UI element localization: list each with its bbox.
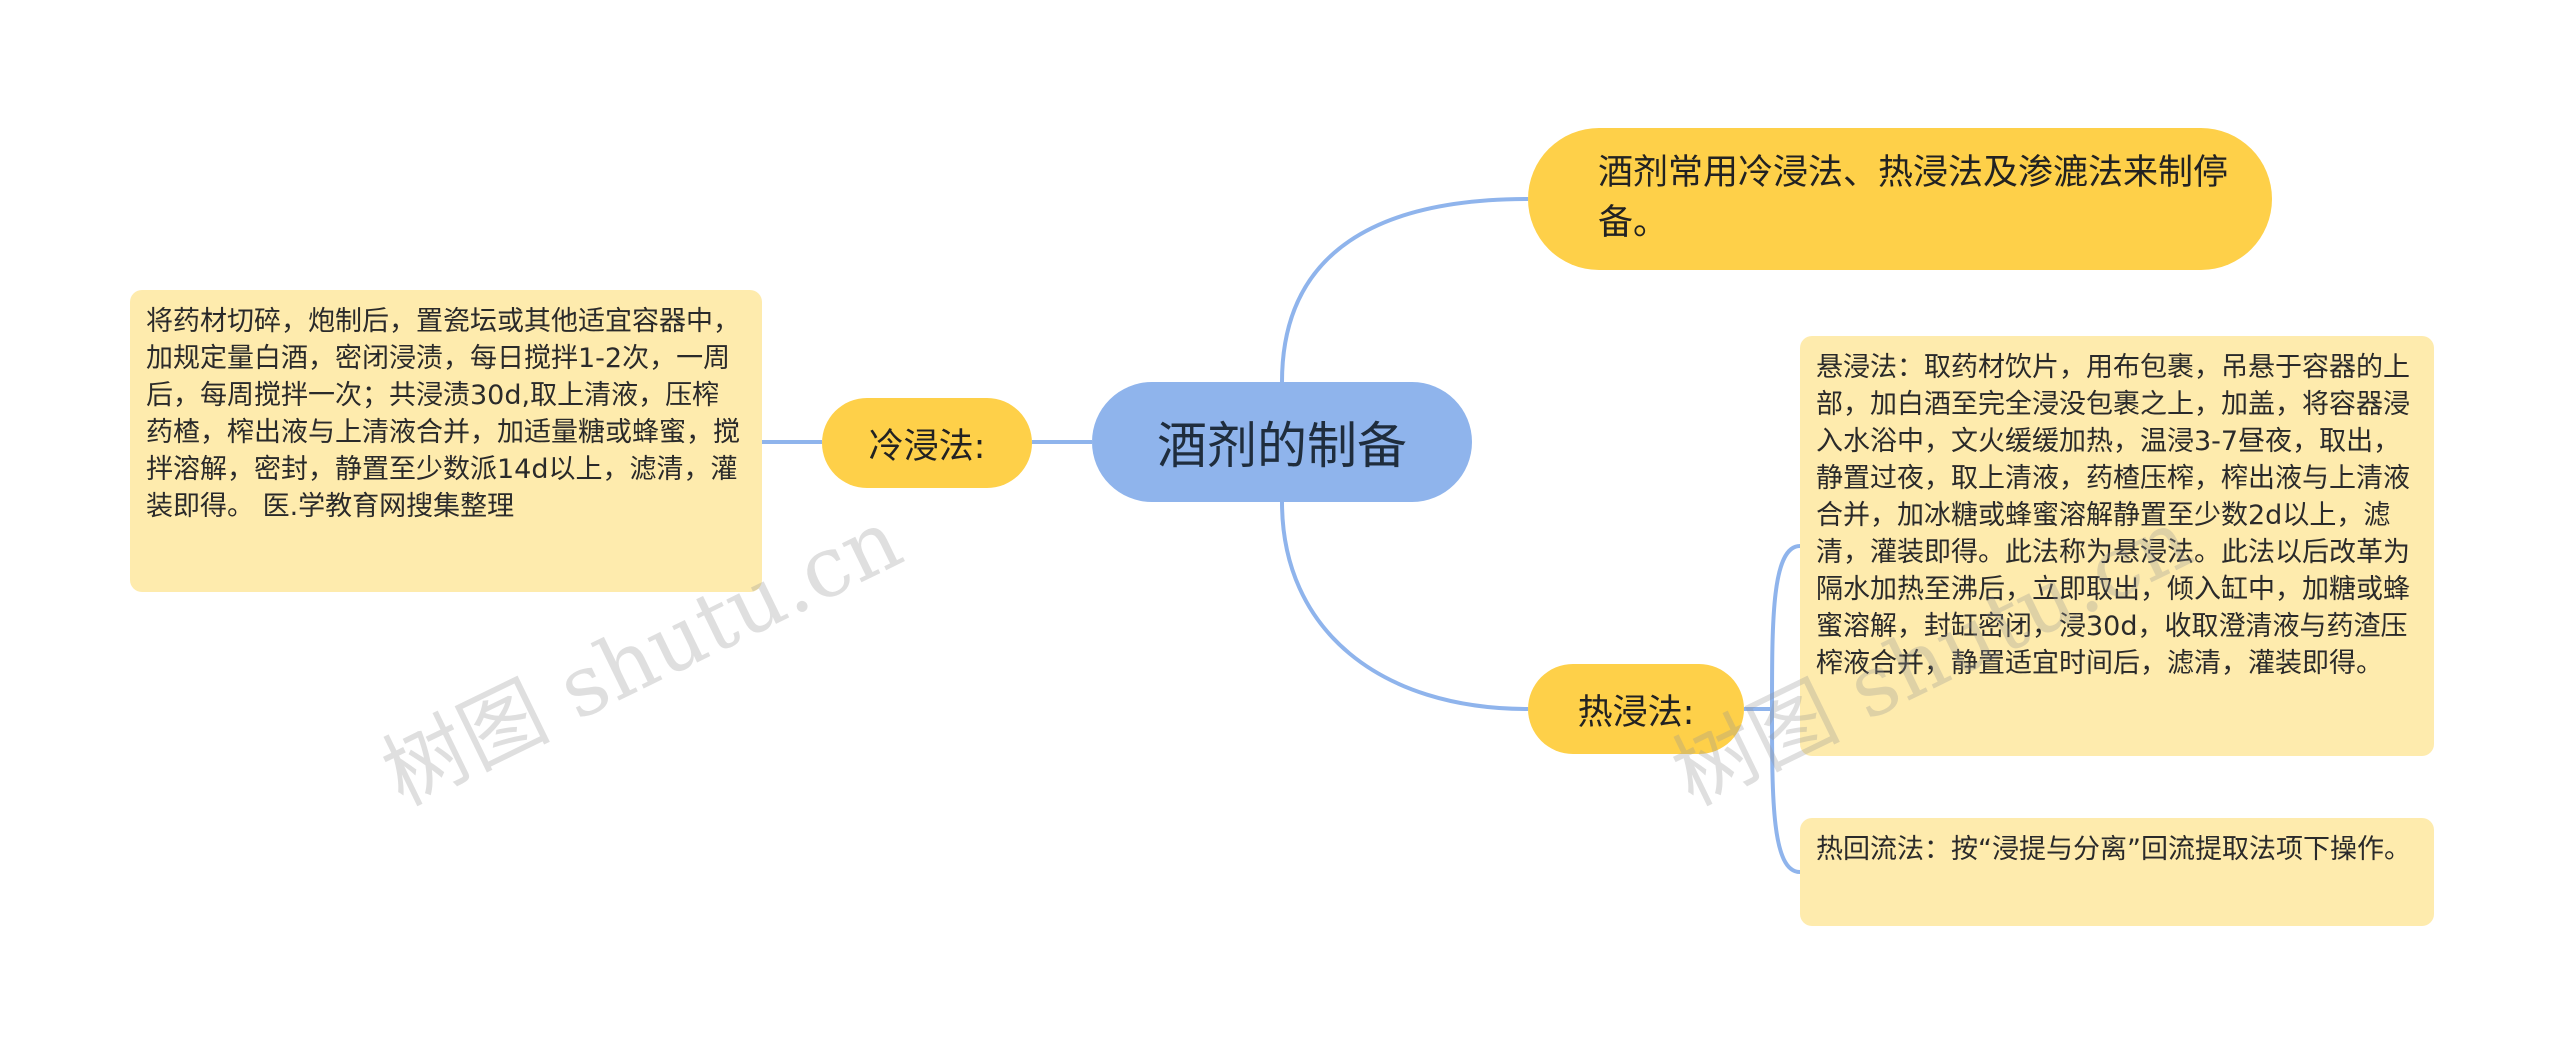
suspension-method-detail-text: 悬浸法：取药材饮片，用布包裹，吊悬于容器的上部，加白酒至完全浸没包裹之上，加盖，… bbox=[1816, 352, 2410, 679]
cold-method-detail-text: 将药材切碎，炮制后，置瓷坛或其他适宜容器中，加规定量白酒，密闭浸渍，每日搅拌1-… bbox=[146, 306, 740, 522]
connector-hot-to-detail-2 bbox=[1770, 708, 1801, 874]
root-label: 酒剂的制备 bbox=[1157, 417, 1407, 475]
cold-method-label: 冷浸法: bbox=[868, 426, 986, 467]
cold-method-detail-node[interactable]: 将药材切碎，炮制后，置瓷坛或其他适宜容器中，加规定量白酒，密闭浸渍，每日搅拌1-… bbox=[130, 290, 762, 592]
intro-text: 酒剂常用冷浸法、热浸法及渗漉法来制停备。 bbox=[1598, 153, 2229, 243]
reflux-method-detail-text: 热回流法：按“浸提与分离”回流提取法项下操作。 bbox=[1816, 834, 2411, 865]
suspension-method-detail-node[interactable]: 悬浸法：取药材饮片，用布包裹，吊悬于容器的上部，加白酒至完全浸没包裹之上，加盖，… bbox=[1800, 336, 2434, 756]
connector-root-to-hot bbox=[1280, 501, 1529, 711]
reflux-method-detail-node[interactable]: 热回流法：按“浸提与分离”回流提取法项下操作。 bbox=[1800, 818, 2434, 926]
root-node[interactable]: 酒剂的制备 bbox=[1092, 382, 1472, 502]
cold-method-node[interactable]: 冷浸法: bbox=[822, 398, 1032, 488]
hot-method-node[interactable]: 热浸法: bbox=[1528, 664, 1744, 754]
intro-node[interactable]: 酒剂常用冷浸法、热浸法及渗漉法来制停备。 bbox=[1528, 128, 2272, 270]
hot-method-label: 热浸法: bbox=[1577, 692, 1695, 733]
connector-root-to-intro bbox=[1280, 197, 1529, 383]
connector-hot-to-detail-1 bbox=[1770, 544, 1801, 710]
